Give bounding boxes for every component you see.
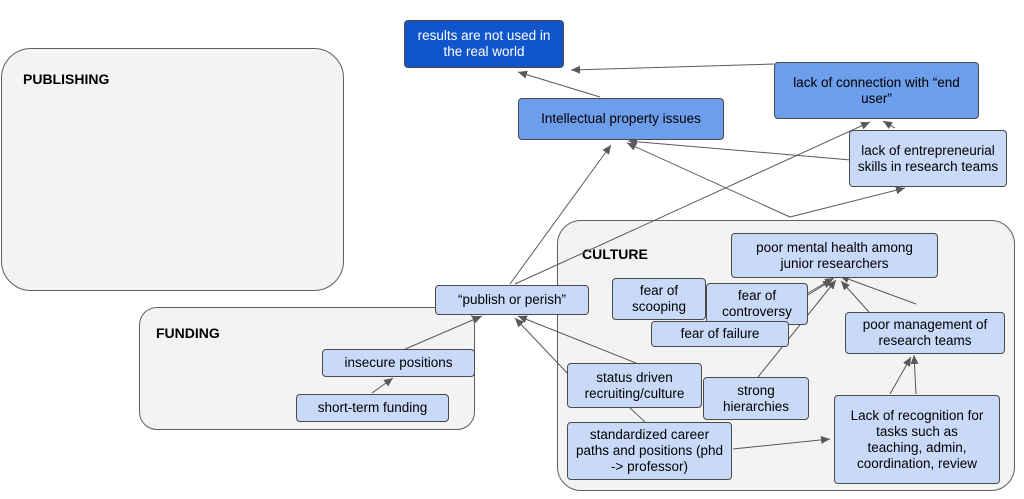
node-lack-of-connection: lack of connection with “end user” [774, 62, 979, 119]
edge-entrepreneurial-to-ip [627, 137, 852, 161]
publishing-group: PUBLISHING [1, 48, 344, 291]
node-poor-management: poor management of research teams [845, 312, 1005, 354]
node-status-driven-recruiting: status driven recruiting/culture [567, 363, 702, 408]
node-results-not-used: results are not used in the real world [404, 20, 564, 68]
edge-entrepreneurial-to-connection [882, 120, 896, 129]
node-lack-of-recognition: Lack of recognition for tasks such as te… [834, 395, 1000, 484]
node-poor-mental-health: poor mental health among junior research… [731, 233, 938, 278]
edge-connection-to-results [570, 63, 775, 74]
culture-group-label: CULTURE [582, 246, 648, 262]
node-strong-hierarchies: strong hierarchies [703, 377, 809, 420]
edge-ip-to-results [517, 70, 601, 98]
node-fear-of-failure: fear of failure [651, 321, 789, 347]
publishing-group-label: PUBLISHING [23, 71, 110, 87]
node-publish-or-perish: “publish or perish” [435, 285, 589, 315]
node-short-term-funding: short-term funding [296, 394, 449, 422]
funding-group-label: FUNDING [156, 325, 220, 341]
node-lack-of-entrepreneurial-skills: lack of entrepreneurial skills in resear… [849, 130, 1007, 187]
node-insecure-positions: insecure positions [322, 349, 475, 377]
node-fear-of-controversy: fear of controversy [706, 283, 808, 325]
node-fear-of-scooping: fear of scooping [612, 278, 706, 320]
node-standardized-career-paths: standardized career paths and positions … [567, 422, 732, 480]
node-intellectual-property: Intellectual property issues [518, 98, 724, 140]
edge-culture-to-ip [626, 142, 791, 218]
edge-culture-to-entrepreneurial [789, 186, 906, 218]
